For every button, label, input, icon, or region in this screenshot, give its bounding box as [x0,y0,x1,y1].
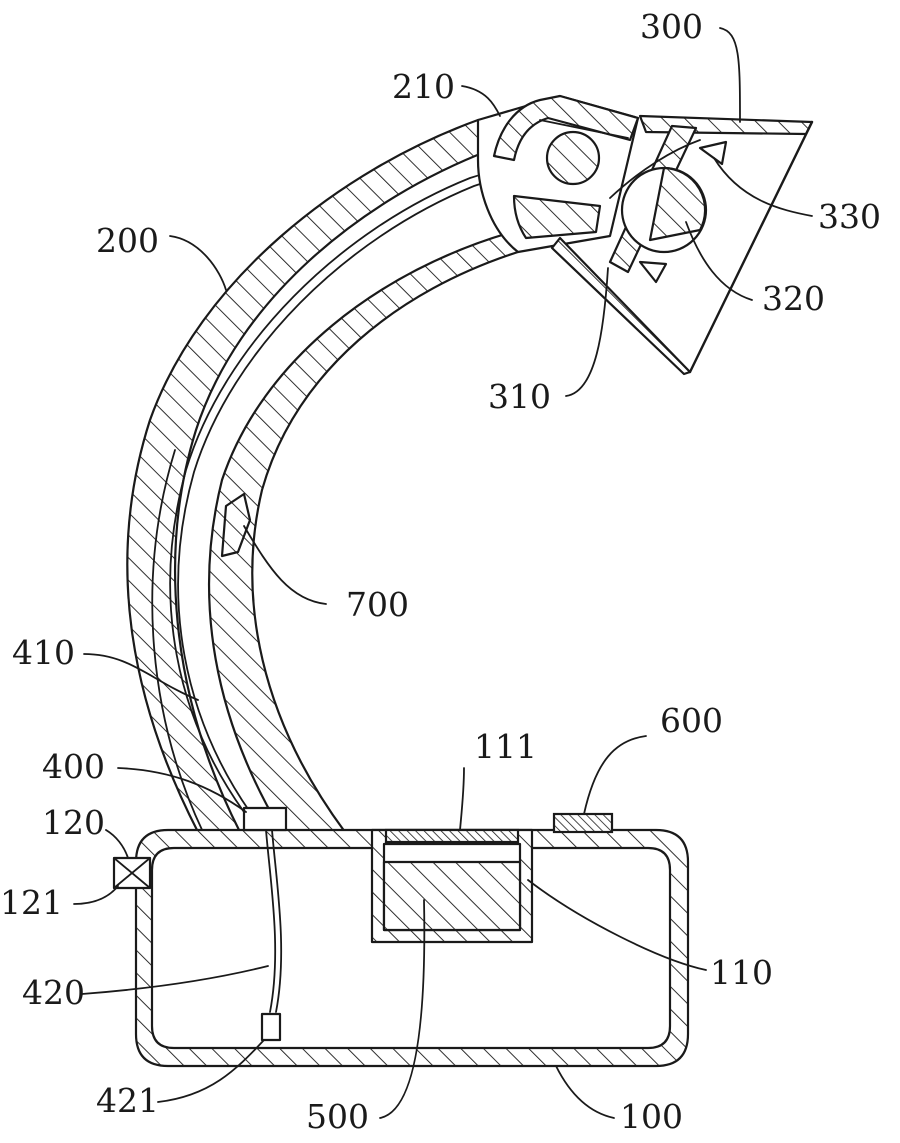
button-600 [554,814,612,832]
joint-head-210 [478,96,638,252]
label-200: 200 [96,221,159,260]
label-111: 111 [474,727,537,766]
label-420: 420 [22,973,85,1012]
label-100: 100 [620,1097,683,1136]
label-210: 210 [392,67,455,106]
label-300: 300 [640,7,703,46]
label-320: 320 [762,279,825,318]
base-housing-100 [114,808,688,1066]
sensor-lower [640,262,666,282]
label-110: 110 [710,953,773,992]
label-121: 121 [0,883,63,922]
label-700: 700 [346,585,409,624]
label-500: 500 [306,1097,369,1136]
sensor-330 [700,142,726,164]
label-330: 330 [818,197,881,236]
label-400: 400 [42,747,105,786]
label-421: 421 [96,1081,159,1120]
label-600: 600 [660,701,723,740]
label-310: 310 [488,377,551,416]
sensor-421 [262,1014,280,1040]
label-120: 120 [42,803,105,842]
controller-400 [244,808,286,830]
label-410: 410 [12,633,75,672]
pivot-pin [547,132,599,184]
battery-500 [384,862,520,930]
cover-111 [386,830,518,842]
